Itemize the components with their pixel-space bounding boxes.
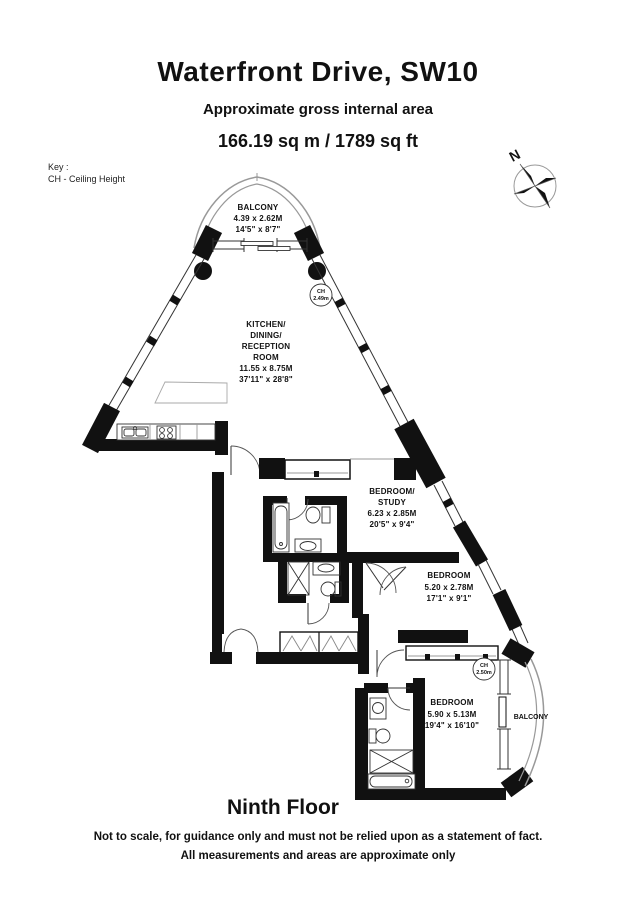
column-right — [308, 262, 326, 280]
bedroom-2: BEDROOM 5.20 x 2.78M 17'1" x 9'1" — [352, 552, 529, 648]
door-arc-bathroom1 — [286, 498, 309, 521]
key-item-ceiling-height: CH - Ceiling Height — [48, 174, 126, 184]
bathroom-1 — [263, 496, 347, 562]
top-balcony: BALCONY 4.39 x 2.62M 14'5" x 8'7" — [193, 173, 321, 251]
balcony-top-imperial: 14'5" x 8'7" — [236, 225, 281, 234]
bedroom-study-metric: 6.23 x 2.85M — [367, 509, 416, 518]
door-arc-bedroom2-b — [379, 566, 407, 596]
door-arc-ensuite — [387, 687, 411, 711]
basin-icon-1 — [294, 538, 322, 553]
ch-value-1: 2.49m — [313, 296, 329, 302]
reception-walls — [82, 224, 446, 489]
reception-line1: KITCHEN/ — [246, 320, 286, 329]
key-legend: Key : CH - Ceiling Height — [48, 161, 125, 185]
reception-line2: DINING/ — [250, 331, 282, 340]
bedroom-study-line1: BEDROOM/ — [369, 487, 415, 496]
bedroom3-label: BEDROOM — [430, 698, 473, 707]
right-balcony: BALCONY — [514, 658, 549, 787]
balcony-right-label: BALCONY — [514, 714, 549, 721]
bedroom-study: BEDROOM/ STUDY 6.23 x 2.85M 20'5" x 9'4" — [347, 480, 489, 567]
reception-line3: RECEPTION — [242, 342, 290, 351]
bedroom2-metric: 5.20 x 2.78M — [424, 583, 473, 592]
hall-closets — [279, 631, 359, 655]
ceiling-height-badge-bedroom3: CH 2.50m — [472, 657, 496, 681]
door-arc-bedroom3 — [376, 649, 405, 678]
compass-north-label: N — [506, 146, 522, 165]
reception-line4: ROOM — [253, 353, 279, 362]
disclaimer-line2: All measurements and areas are approxima… — [180, 850, 456, 862]
ensuite-fixtures — [367, 697, 416, 790]
kitchen-island — [154, 381, 228, 404]
bedroom-3: BEDROOM 5.90 x 5.13M 19'4" x 16'10" CH 2… — [355, 638, 535, 800]
balcony-top-metric: 4.39 x 2.62M — [233, 214, 282, 223]
key-label: Key : — [48, 162, 69, 172]
bedroom3-metric: 5.90 x 5.13M — [427, 710, 476, 719]
column-left — [194, 262, 212, 280]
page-title: Waterfront Drive, SW10 — [157, 56, 479, 87]
bathtub-icon-3 — [367, 773, 416, 790]
bathtub-icon-1 — [272, 502, 290, 553]
bedroom3-imperial: 19'4" x 16'10" — [425, 721, 479, 730]
reception-label: KITCHEN/ DINING/ RECEPTION ROOM 11.55 x … — [239, 320, 293, 384]
shower-icon-2 — [287, 561, 310, 596]
bedroom2-label: BEDROOM — [427, 571, 470, 580]
ch-label-2: CH — [480, 663, 488, 669]
hallway-walls — [210, 445, 416, 674]
disclaimer-line1: Not to scale, for guidance only and must… — [93, 831, 543, 843]
bedroom-study-line2: STUDY — [378, 498, 407, 507]
toilet-icon-3 — [368, 728, 391, 744]
balcony-door-leaf — [498, 696, 507, 728]
kitchen-sink-icon — [121, 426, 149, 439]
bedroom-study-imperial: 20'5" x 9'4" — [370, 520, 415, 529]
basin-icon-3 — [369, 697, 387, 720]
shower-icon-3 — [369, 749, 414, 774]
entrance-door-right-arc — [240, 628, 259, 653]
bedroom2-imperial: 17'1" x 9'1" — [427, 594, 472, 603]
wardrobe-bedroom3 — [405, 645, 499, 661]
wardrobe-reception — [284, 459, 351, 480]
page-subtitle: Approximate gross internal area — [202, 101, 434, 118]
ceiling-height-badge-reception: CH 2.49m — [309, 283, 333, 307]
toilet-icon-1 — [305, 506, 331, 524]
balcony-top-label: BALCONY — [238, 203, 279, 212]
door-arc-bedroom2-a — [365, 562, 397, 594]
door-arc-hall — [230, 445, 261, 476]
toilet-icon-2 — [320, 581, 342, 597]
kitchen-hob-icon — [156, 425, 177, 440]
basin-icon-2 — [312, 561, 341, 576]
door-arc-bathroom2 — [307, 602, 330, 625]
gross-internal-area: 166.19 sq m / 1789 sq ft — [217, 131, 419, 151]
floor-name: Ninth Floor — [227, 796, 339, 819]
ch-label-1: CH — [317, 289, 325, 295]
compass-rose-icon: N — [506, 146, 557, 209]
entrance-door-left-arc — [223, 628, 242, 653]
reception-metric: 11.55 x 8.75M — [239, 364, 292, 373]
bathroom-2 — [278, 557, 349, 625]
kitchen-counter — [116, 381, 228, 441]
reception-imperial: 37'11" x 28'8" — [239, 375, 293, 384]
ch-value-2: 2.50m — [476, 670, 492, 676]
